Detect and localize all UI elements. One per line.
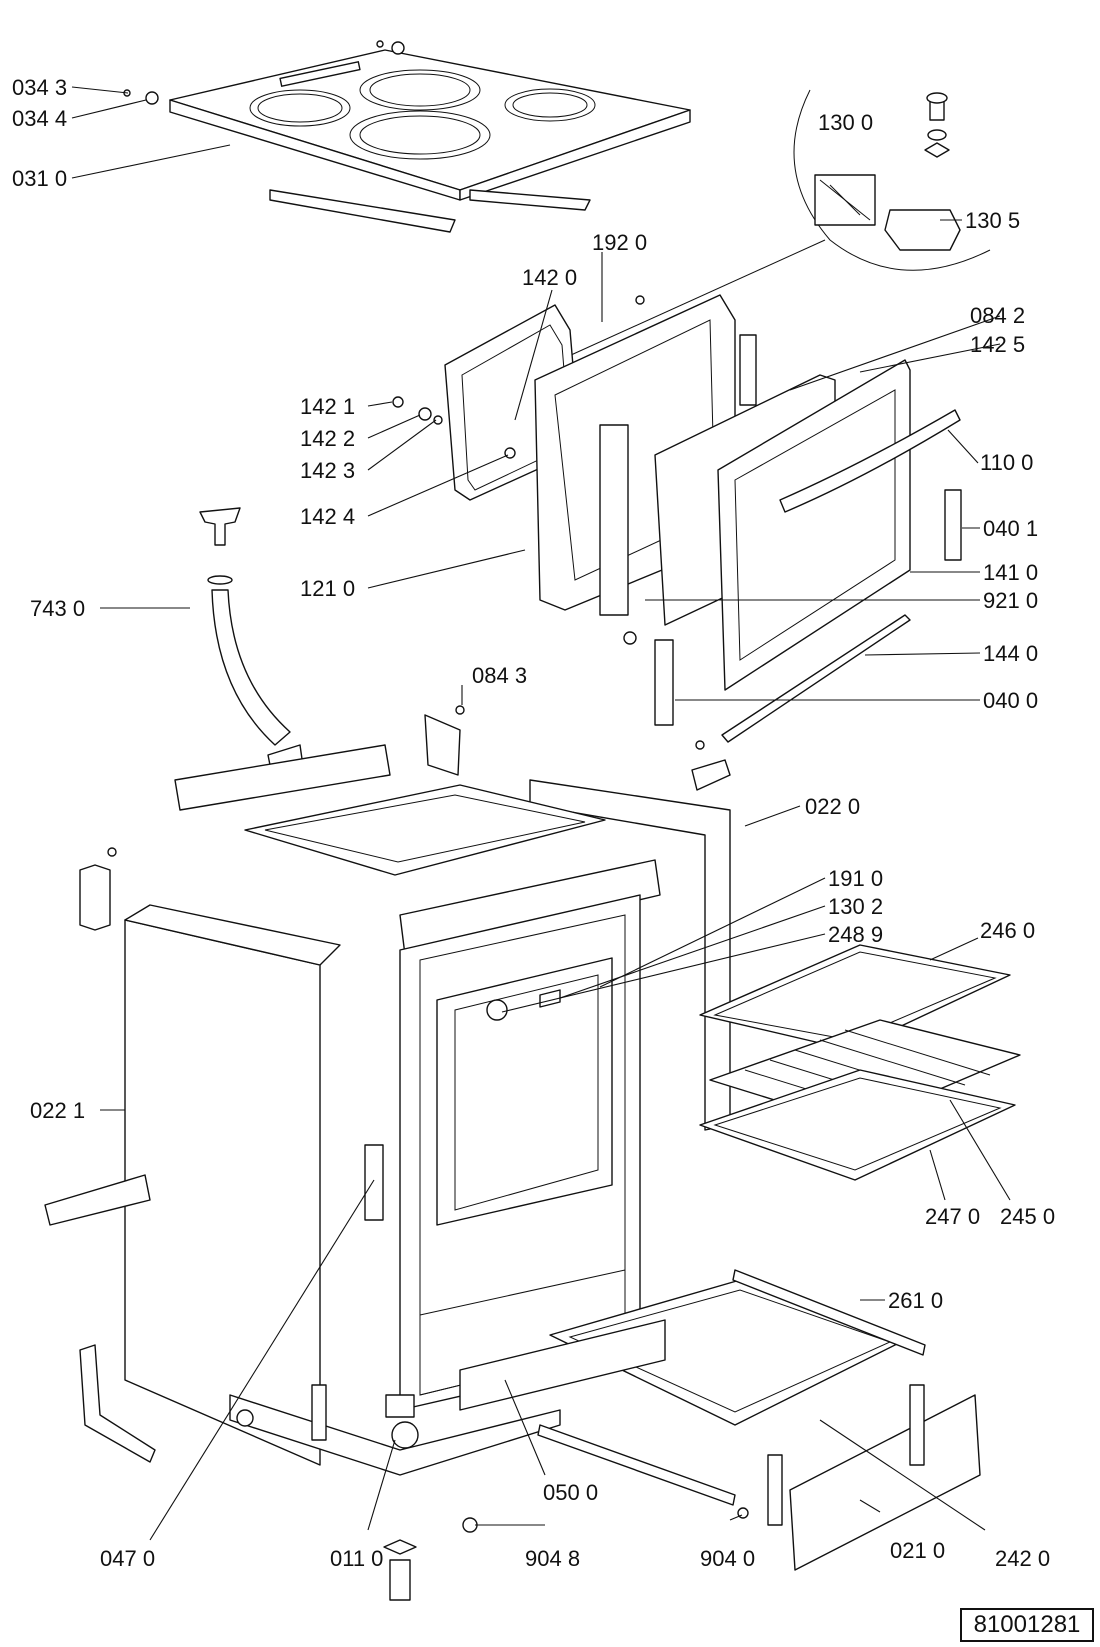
cabinet-body: [44, 705, 731, 1476]
label-022-0: 022 0: [805, 794, 860, 819]
label-011-0: 011 0: [330, 1546, 383, 1571]
label-022-1: 022 1: [30, 1098, 85, 1123]
label-246-0: 246 0: [980, 918, 1035, 943]
label-121-0: 121 0: [300, 576, 355, 601]
label-142-0: 142 0: [522, 265, 577, 290]
label-031-0: 031 0: [12, 166, 67, 191]
label-layer: 034 3 034 4 031 0 130 0 130 5 192 0 142 …: [12, 75, 1055, 1571]
trays-part: [383, 944, 1021, 1601]
label-021-0: 021 0: [890, 1538, 945, 1563]
drawing-code: 81001281: [960, 1608, 1094, 1642]
label-141-0: 141 0: [983, 560, 1038, 585]
door-assembly: [392, 294, 962, 743]
label-248-9: 248 9: [828, 922, 883, 947]
label-142-4: 142 4: [300, 504, 355, 529]
label-921-0: 921 0: [983, 588, 1038, 613]
label-110-0: 110 0: [980, 450, 1033, 475]
label-047-0: 047 0: [100, 1546, 155, 1571]
label-084-3: 084 3: [472, 663, 527, 688]
label-034-3: 034 3: [12, 75, 67, 100]
label-142-1: 142 1: [300, 394, 355, 419]
label-130-0: 130 0: [818, 110, 873, 135]
label-144-0: 144 0: [983, 641, 1038, 666]
label-192-0: 192 0: [592, 230, 647, 255]
label-084-2: 084 2: [970, 303, 1025, 328]
label-130-5: 130 5: [965, 208, 1020, 233]
label-247-0: 247 0: [925, 1204, 980, 1229]
hose-part: [199, 507, 306, 791]
label-142-2: 142 2: [300, 426, 355, 451]
label-242-0: 242 0: [995, 1546, 1050, 1571]
label-142-3: 142 3: [300, 458, 355, 483]
label-743-0: 743 0: [30, 596, 85, 621]
label-261-0: 261 0: [888, 1288, 943, 1313]
label-191-0: 191 0: [828, 866, 883, 891]
label-034-4: 034 4: [12, 106, 67, 131]
detail-bubble: [559, 89, 991, 361]
cooktop-part: [123, 40, 691, 233]
label-142-5: 142 5: [970, 332, 1025, 357]
label-040-1: 040 1: [983, 516, 1038, 541]
label-050-0: 050 0: [543, 1480, 598, 1505]
label-904-0: 904 0: [700, 1546, 755, 1571]
label-245-0: 245 0: [1000, 1204, 1055, 1229]
label-904-8: 904 8: [525, 1546, 580, 1571]
label-130-2: 130 2: [828, 894, 883, 919]
leader-lines: [71, 86, 1011, 1541]
label-040-0: 040 0: [983, 688, 1038, 713]
